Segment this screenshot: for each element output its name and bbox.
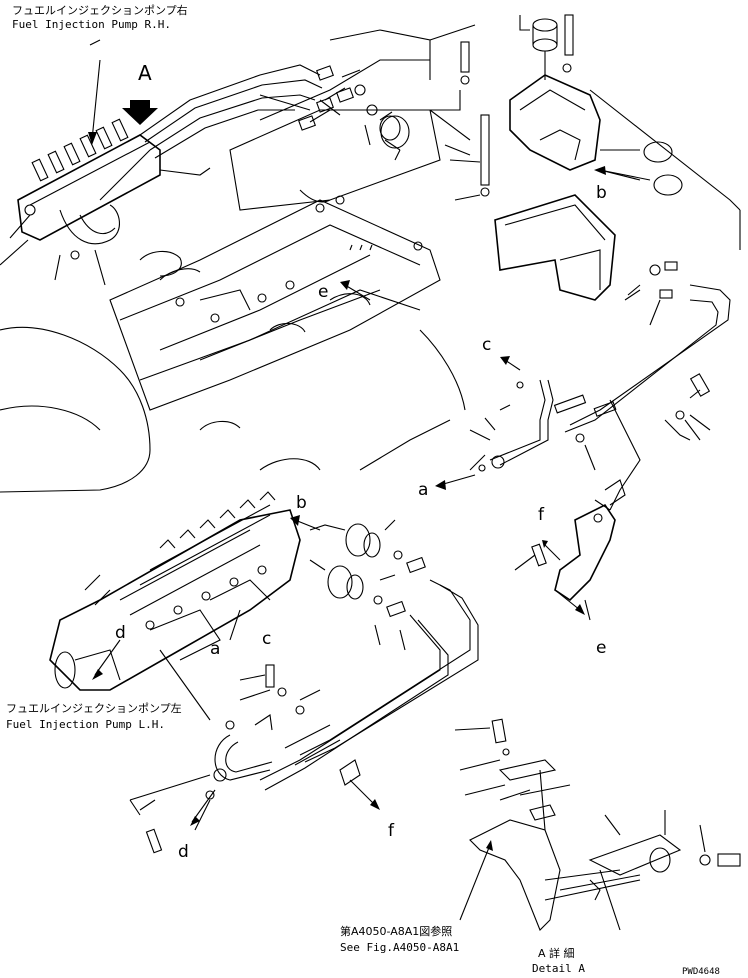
callout-b-upper: b bbox=[596, 183, 607, 203]
callout-A: A bbox=[138, 61, 152, 85]
callout-c-lower: c bbox=[262, 629, 271, 649]
fuel-filter-assembly bbox=[460, 14, 683, 197]
see-fig-label-jp: 第A4050-A8A1図参照 bbox=[340, 924, 452, 938]
pump-rh-label-en: Fuel Injection Pump R.H. bbox=[12, 18, 171, 31]
fuel-lines-lh bbox=[129, 523, 479, 854]
part-code: PWD4648 bbox=[682, 967, 720, 977]
callout-a-lower: a bbox=[210, 639, 220, 659]
pump-lh-label-en: Fuel Injection Pump L.H. bbox=[6, 718, 165, 731]
fuel-injection-pump-lh bbox=[49, 491, 301, 691]
callout-e-lower: e bbox=[596, 638, 606, 658]
callout-a-upper: a bbox=[418, 480, 428, 500]
detail-a-view bbox=[469, 718, 741, 931]
bracket-f-right bbox=[531, 479, 626, 602]
callout-d-lower: d bbox=[178, 842, 189, 862]
fuel-lines-right bbox=[469, 261, 731, 511]
callout-f-upper: f bbox=[538, 505, 545, 525]
fittings-top-center bbox=[298, 65, 410, 151]
callout-e-upper: e bbox=[318, 282, 328, 302]
pump-rh-label-jp: フュエルインジェクションポンプ右 bbox=[12, 3, 188, 17]
engine-block-upper bbox=[0, 29, 466, 493]
see-fig-label-en: See Fig.A4050-A8A1 bbox=[340, 941, 459, 954]
section-outline-right bbox=[429, 24, 741, 250]
filter-bracket bbox=[494, 194, 616, 301]
callout-c-upper: c bbox=[482, 335, 491, 355]
detail-a-label-en: Detail A bbox=[532, 962, 585, 975]
leader-lines bbox=[0, 94, 711, 853]
detail-a-label-jp: A 詳 細 bbox=[538, 946, 575, 960]
callout-f-lower: f bbox=[388, 821, 395, 841]
fuel-injection-pump-rh bbox=[17, 118, 161, 260]
fuel-lines-rh bbox=[99, 64, 323, 201]
direction-arrows bbox=[88, 39, 641, 921]
callout-d-left: d bbox=[115, 623, 126, 643]
callout-b-lower: b bbox=[296, 493, 307, 513]
pump-lh-label-jp: フュエルインジェクションポンプ左 bbox=[6, 702, 182, 715]
